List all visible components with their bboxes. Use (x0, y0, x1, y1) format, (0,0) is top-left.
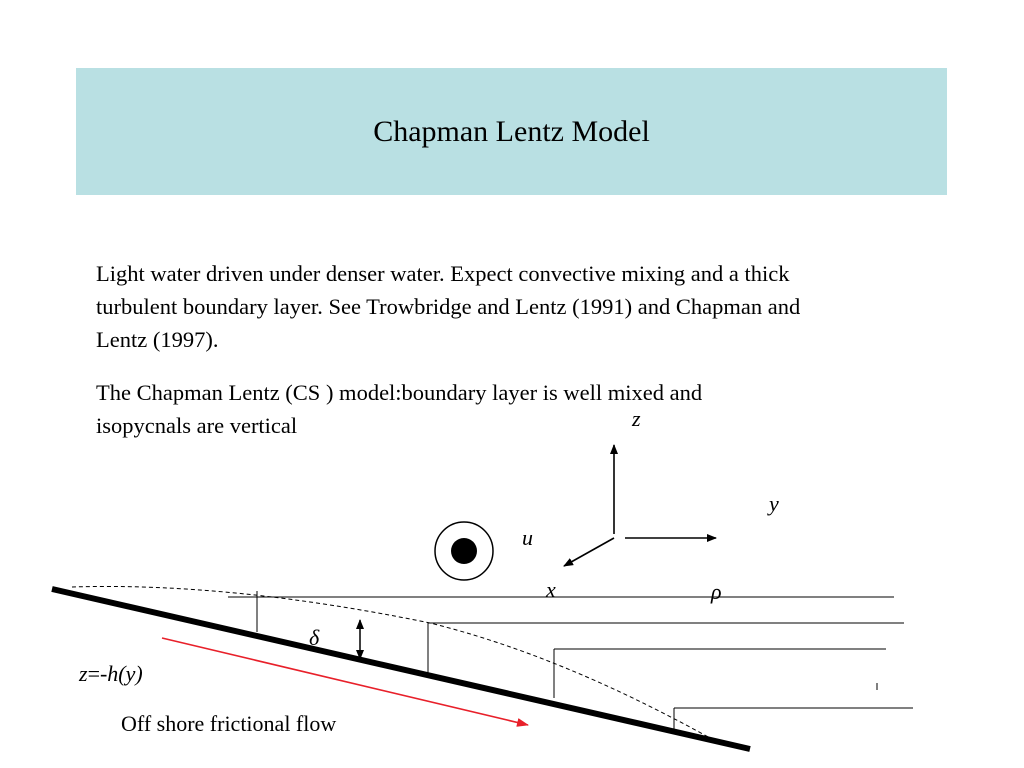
velocity-label: u (522, 525, 533, 550)
paragraph-model: The Chapman Lentz (CS ) model:boundary l… (96, 380, 703, 438)
z-axis-label: z (631, 406, 641, 431)
delta-label: δ (309, 625, 320, 650)
density-label: ρ (710, 579, 722, 604)
flow-caption: Off shore frictional flow (121, 711, 336, 736)
title-box: Chapman Lentz Model (76, 68, 947, 195)
boundary-layer-edge (71, 585, 711, 739)
slide-title: Chapman Lentz Model (373, 114, 650, 148)
bottom-depth-equation: z=-h(y) (78, 661, 143, 686)
y-axis-label: y (767, 491, 779, 516)
velocity-out-of-page-icon (434, 521, 494, 581)
x-axis-arrow (563, 537, 615, 567)
paragraph-intro: Light water driven under denser water. E… (96, 261, 801, 352)
x-axis-label: x (545, 577, 556, 602)
offshore-flow-arrow (161, 637, 529, 727)
sloping-bottom (51, 586, 751, 752)
